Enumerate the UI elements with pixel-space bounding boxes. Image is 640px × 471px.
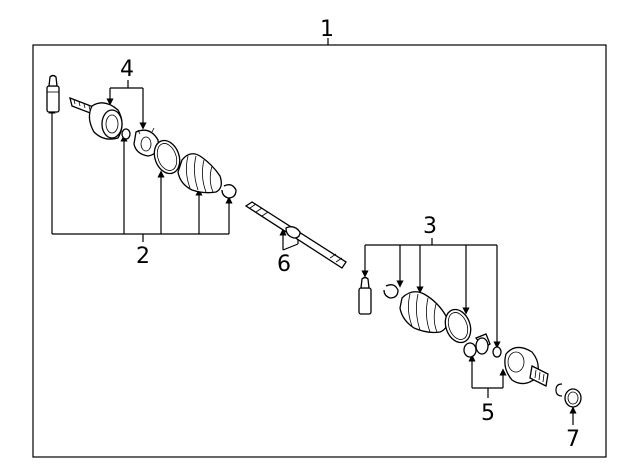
callout-1: 1 bbox=[320, 17, 334, 42]
c-clip bbox=[555, 383, 563, 397]
boot-clamp-large-inner bbox=[444, 308, 472, 344]
leaders-4 bbox=[106, 80, 147, 130]
oil-seal bbox=[564, 388, 582, 408]
boot-clamp-small-outer bbox=[221, 184, 237, 199]
inner-cv-housing bbox=[504, 346, 549, 387]
callout-5: 5 bbox=[481, 401, 495, 426]
inner-boot bbox=[399, 291, 448, 334]
snap-ring-outer bbox=[121, 128, 131, 140]
leaders-2 bbox=[48, 106, 233, 242]
tripod-joint bbox=[463, 333, 491, 358]
outer-boot bbox=[177, 153, 222, 194]
callout-4: 4 bbox=[120, 57, 134, 82]
callout-3: 3 bbox=[423, 214, 437, 239]
callout-6: 6 bbox=[277, 252, 291, 277]
callout-7: 7 bbox=[566, 427, 580, 452]
grease-tube-inner bbox=[358, 276, 372, 315]
boot-clamp-large-outer bbox=[153, 139, 181, 175]
outer-cv-joint bbox=[69, 96, 123, 140]
outer-joint-race bbox=[133, 127, 159, 157]
boot-clamp-small-inner bbox=[383, 284, 399, 299]
callout-2: 2 bbox=[136, 244, 150, 269]
grease-tube-outer bbox=[46, 74, 60, 113]
leaders-5 bbox=[468, 354, 507, 398]
snap-ring-inner bbox=[492, 346, 502, 358]
axle-shaft bbox=[244, 201, 347, 269]
diagram-frame bbox=[32, 44, 607, 458]
leaders-3 bbox=[361, 238, 501, 349]
